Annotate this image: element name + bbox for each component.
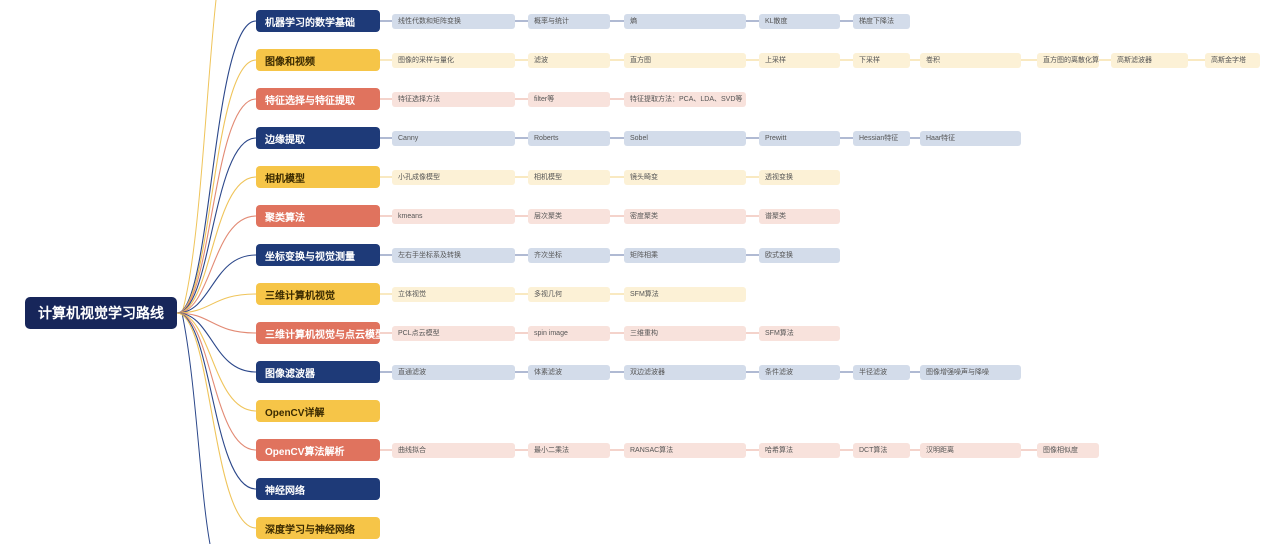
leaf-node: 欧式变换: [759, 247, 840, 263]
leaf-node: 密度聚类: [624, 208, 746, 224]
connector-line: [176, 215, 257, 314]
leaf-node: filter等: [528, 91, 610, 107]
leaf-node: 谱聚类: [759, 208, 840, 224]
leaf-node: 卷积: [920, 52, 1021, 68]
leaf-node: 滤波: [528, 52, 610, 68]
branch-node: 边缘提取: [256, 127, 380, 149]
branch-node: 聚类算法: [256, 205, 380, 227]
leaf-node: Canny: [392, 130, 515, 146]
leaf-node: 哈希算法: [759, 442, 840, 458]
leaf-node: 图像增强噪声与降噪: [920, 364, 1021, 380]
leaf-node: kmeans: [392, 208, 515, 224]
leaf-node: Roberts: [528, 130, 610, 146]
leaf-node: Haar特征: [920, 130, 1021, 146]
leaf-node: 最小二乘法: [528, 442, 610, 458]
leaf-node: 高斯金字塔: [1205, 52, 1260, 68]
branch-node: 坐标变换与视觉测量: [256, 244, 380, 266]
leaf-node: Prewitt: [759, 130, 840, 146]
branch-node: 图像和视频: [256, 49, 380, 71]
leaf-node: 条件滤波: [759, 364, 840, 380]
leaf-node: 下采样: [853, 52, 910, 68]
connector-line: [176, 254, 257, 314]
leaf-node: 双边滤波器: [624, 364, 746, 380]
leaf-node: 熵: [624, 13, 746, 29]
leaf-node: 图像相似度: [1037, 442, 1099, 458]
leaf-node: 汉明距离: [920, 442, 1021, 458]
branch-node: 深度学习与神经网络: [256, 517, 380, 539]
leaf-node: 曲线拟合: [392, 442, 515, 458]
leaf-node: 多视几何: [528, 286, 610, 302]
leaf-node: SFM算法: [624, 286, 746, 302]
leaf-node: 直方图: [624, 52, 746, 68]
connector-line: [176, 293, 257, 314]
branch-node: OpenCV详解: [256, 400, 380, 422]
leaf-node: KL散度: [759, 13, 840, 29]
leaf-node: 直方图的离散化算法: [1037, 52, 1099, 68]
root-node: 计算机视觉学习路线: [25, 297, 177, 329]
leaf-node: 高斯滤波器: [1111, 52, 1188, 68]
leaf-node: 矩阵相乘: [624, 247, 746, 263]
connector-line: [176, 20, 257, 314]
leaf-node: 立体视觉: [392, 286, 515, 302]
leaf-node: 半径滤波: [853, 364, 910, 380]
leaf-node: 特征提取方法：PCA、LDA、SVD等: [624, 91, 746, 107]
leaf-node: RANSAC算法: [624, 442, 746, 458]
leaf-node: 齐次坐标: [528, 247, 610, 263]
connector-line: [176, 312, 257, 490]
leaf-node: 概率与统计: [528, 13, 610, 29]
branch-node: 神经网络: [256, 478, 380, 500]
branch-node: 特征选择与特征提取: [256, 88, 380, 110]
leaf-node: 特征选择方法: [392, 91, 515, 107]
leaf-node: DCT算法: [853, 442, 910, 458]
branch-node: 机器学习的数学基础: [256, 10, 380, 32]
leaf-node: 镜头畸变: [624, 169, 746, 185]
branch-node: 三维计算机视觉与点云模型: [256, 322, 380, 344]
leaf-node: 透视变换: [759, 169, 840, 185]
connector-line: [176, 176, 257, 314]
leaf-node: 图像的采样与量化: [392, 52, 515, 68]
branch-node: 相机模型: [256, 166, 380, 188]
connector-line: [176, 312, 257, 529]
leaf-node: PCL点云模型: [392, 325, 515, 341]
leaf-node: 左右手坐标系及转换: [392, 247, 515, 263]
leaf-node: spin image: [528, 325, 610, 341]
leaf-node: 相机模型: [528, 169, 610, 185]
leaf-node: 层次聚类: [528, 208, 610, 224]
leaf-node: 三维重构: [624, 325, 746, 341]
connector-line: [176, 312, 257, 451]
leaf-node: 梯度下降法: [853, 13, 910, 29]
leaf-node: 体素滤波: [528, 364, 610, 380]
leaf-node: SFM算法: [759, 325, 840, 341]
connector-line: [181, 312, 211, 544]
leaf-node: Hessian特征: [853, 130, 910, 146]
leaf-node: Sobel: [624, 130, 746, 146]
connector-line: [181, 0, 217, 314]
connector-line: [176, 312, 257, 412]
connector-line: [176, 137, 257, 314]
connector-line: [176, 312, 257, 373]
connector-line: [176, 59, 257, 314]
branch-node: OpenCV算法解析: [256, 439, 380, 461]
branch-node: 图像滤波器: [256, 361, 380, 383]
leaf-node: 线性代数和矩阵变换: [392, 13, 515, 29]
leaf-node: 上采样: [759, 52, 840, 68]
branch-node: 三维计算机视觉: [256, 283, 380, 305]
connector-line: [176, 98, 257, 314]
leaf-node: 小孔成像模型: [392, 169, 515, 185]
connector-line: [176, 312, 257, 334]
leaf-node: 直通滤波: [392, 364, 515, 380]
